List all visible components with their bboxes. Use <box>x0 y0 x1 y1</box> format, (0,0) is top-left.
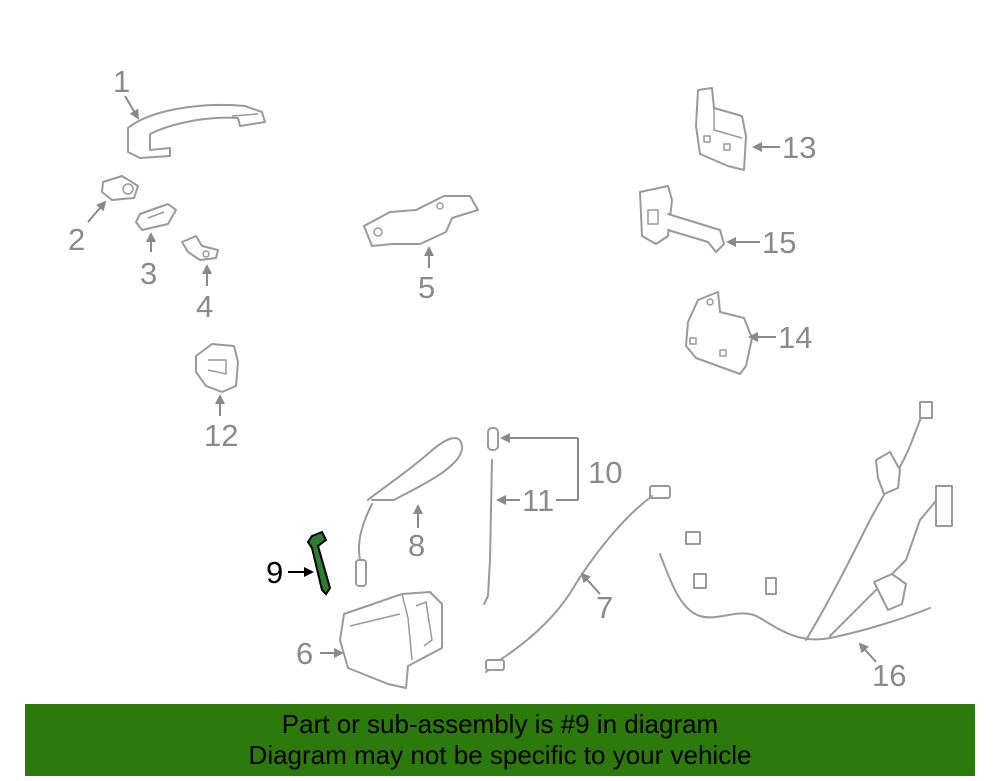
part-9-rod-highlighted <box>306 530 332 596</box>
part-2-lock-cylinder <box>101 175 139 201</box>
callout-13: 13 <box>782 130 816 165</box>
banner-line-1: Part or sub-assembly is #9 in diagram <box>281 709 719 739</box>
callout-10: 10 <box>588 455 622 490</box>
callout-7: 7 <box>596 590 613 625</box>
parts-diagram: 1 2 3 4 5 12 13 <box>68 64 953 693</box>
part-14-hinge-lower <box>685 291 753 375</box>
part-11-rod <box>483 427 499 605</box>
callout-12: 12 <box>204 418 238 453</box>
callout-11: 11 <box>522 483 554 518</box>
callout-14: 14 <box>778 320 812 355</box>
part-7-cable <box>485 485 671 673</box>
part-8-cable <box>355 437 464 587</box>
callout-6: 6 <box>296 636 313 671</box>
info-banner: Part or sub-assembly is #9 in diagram Di… <box>25 704 975 776</box>
part-4-clip <box>181 235 219 261</box>
callout-2: 2 <box>68 222 85 257</box>
callout-1: 1 <box>113 64 130 99</box>
callout-8: 8 <box>408 528 425 563</box>
part-16-wiring-harness <box>659 401 953 641</box>
part-13-hinge <box>695 87 747 171</box>
part-12-striker <box>195 343 239 393</box>
callout-4: 4 <box>196 289 213 324</box>
part-1-door-handle <box>127 103 266 159</box>
part-15-check-link <box>639 185 725 253</box>
banner-line-2: Diagram may not be specific to your vehi… <box>248 740 752 770</box>
part-6-latch <box>339 591 443 689</box>
callout-15: 15 <box>762 225 796 260</box>
callout-16: 16 <box>872 658 906 693</box>
callout-5: 5 <box>418 270 435 305</box>
callout-3: 3 <box>140 256 157 291</box>
part-5-bracket <box>363 195 479 247</box>
callout-9: 9 <box>266 555 283 590</box>
part-3-bezel <box>135 203 177 231</box>
